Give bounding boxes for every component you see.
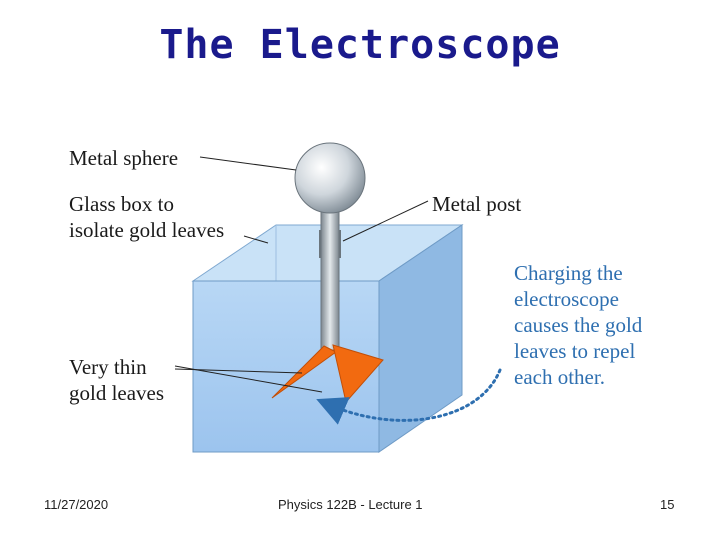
footer-date: 11/27/2020 bbox=[44, 497, 109, 512]
leader-metal-sphere bbox=[199, 156, 297, 171]
footer-page-number: 15 bbox=[660, 497, 675, 512]
leader-metal-post bbox=[342, 200, 429, 242]
label-charging-2: electroscope bbox=[514, 287, 619, 311]
label-charging-3: causes the gold bbox=[514, 313, 643, 337]
label-charging-1: Charging the bbox=[514, 261, 623, 285]
metal-sphere bbox=[294, 142, 366, 214]
leader-glass-box bbox=[243, 235, 269, 244]
label-gold-leaves-2: gold leaves bbox=[69, 381, 165, 405]
label-glass-box-2: isolate gold leaves bbox=[69, 218, 225, 242]
leader-leaf-2 bbox=[174, 368, 303, 374]
gold-leaf-left bbox=[271, 345, 337, 399]
label-gold-leaves-1: Very thin bbox=[69, 355, 147, 379]
metal-post bbox=[320, 194, 340, 351]
gold-leaf-right bbox=[332, 344, 384, 404]
label-glass-box-1: Glass box to bbox=[69, 192, 174, 216]
label-charging-4: leaves to repel bbox=[514, 339, 636, 363]
label-charging-5: each other. bbox=[514, 365, 605, 389]
footer-course: Physics 122B - Lecture 1 bbox=[278, 497, 423, 512]
repel-arrow bbox=[316, 368, 502, 425]
slide-title: The Electroscope bbox=[159, 22, 561, 68]
label-metal-post: Metal post bbox=[432, 192, 522, 216]
label-metal-sphere: Metal sphere bbox=[69, 146, 179, 170]
leader-leaf-1 bbox=[174, 365, 323, 393]
